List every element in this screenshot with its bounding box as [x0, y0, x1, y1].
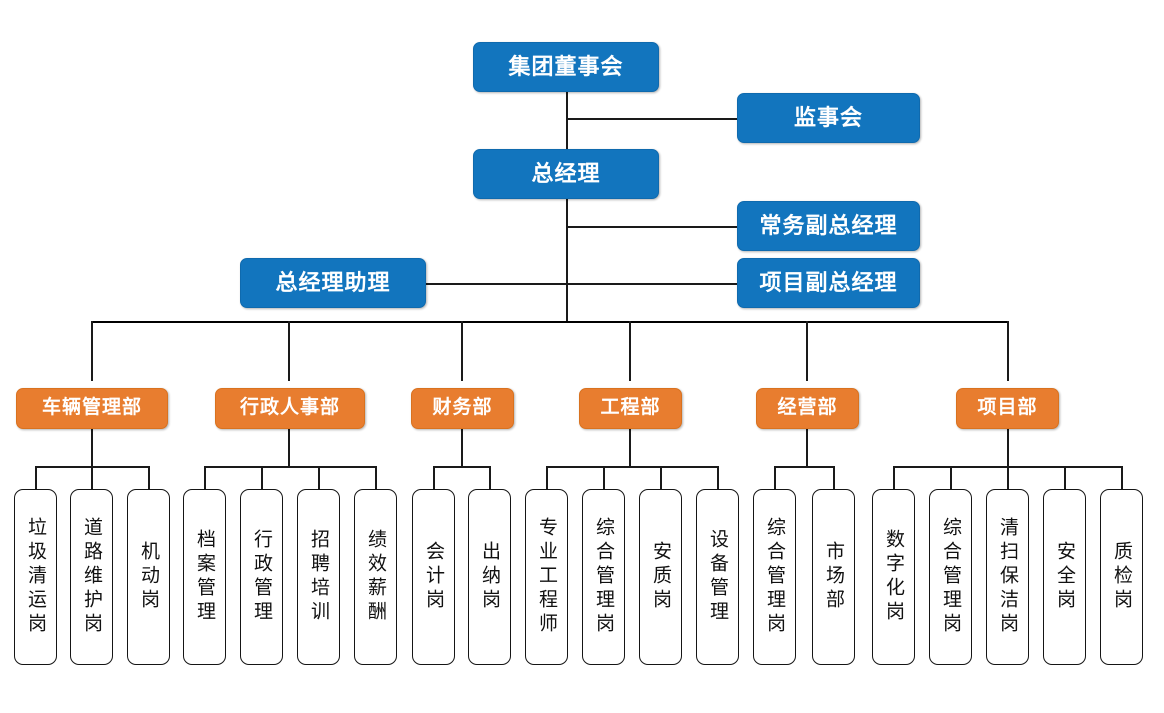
department-bus-line	[91, 321, 1008, 323]
connector-dept4-leaf-2	[603, 466, 605, 490]
connector-dept2-leaf-2	[261, 466, 263, 490]
node-department-project[interactable]: 项目部	[956, 388, 1059, 429]
connector-dept4-bus	[546, 466, 718, 468]
connector-dept-drop-4	[629, 321, 631, 381]
connector-dept5-leaf-2	[833, 466, 835, 490]
connector-dept-drop-5	[806, 321, 808, 381]
connector-dept5-bus	[774, 466, 834, 468]
connector-dept3-leaf-1	[433, 466, 435, 490]
leaf-post-recruitment-training[interactable]: 招聘培训	[297, 489, 340, 665]
connector-gm-spine	[566, 199, 568, 322]
connector-dept2-leaf-4	[375, 466, 377, 490]
connector-dept-drop-2	[288, 321, 290, 381]
connector-dept6-leaf-3	[1007, 466, 1009, 490]
connector-dept2-bus	[204, 466, 376, 468]
connector-gm-assistant	[425, 283, 567, 285]
leaf-post-cleaning-sanitation[interactable]: 清扫保洁岗	[986, 489, 1029, 665]
leaf-post-accounting[interactable]: 会计岗	[412, 489, 455, 665]
leaf-post-safety-quality[interactable]: 安质岗	[639, 489, 682, 665]
connector-dept6-leaf-4	[1064, 466, 1066, 490]
leaf-post-vehicle-operator[interactable]: 机动岗	[127, 489, 170, 665]
connector-dept1-leaf-2	[91, 466, 93, 490]
node-general-manager[interactable]: 总经理	[473, 149, 659, 199]
connector-dept5-leaf-1	[774, 466, 776, 490]
leaf-post-quality-inspection[interactable]: 质检岗	[1100, 489, 1143, 665]
connector-gm-to-executive-deputy	[566, 226, 737, 228]
connector-dept6-leaf-5	[1121, 466, 1123, 490]
connector-gm-to-project-deputy	[566, 283, 737, 285]
leaf-post-marketing[interactable]: 市场部	[812, 489, 855, 665]
connector-dept-drop-3	[461, 321, 463, 381]
node-department-admin-hr[interactable]: 行政人事部	[215, 388, 365, 429]
connector-dept4-stem	[629, 426, 631, 467]
leaf-post-digitalization[interactable]: 数字化岗	[872, 489, 915, 665]
connector-dept4-leaf-3	[660, 466, 662, 490]
connector-dept2-leaf-3	[318, 466, 320, 490]
leaf-post-equipment-management[interactable]: 设备管理	[696, 489, 739, 665]
connector-dept6-leaf-1	[893, 466, 895, 490]
connector-dept3-bus	[433, 466, 490, 468]
leaf-post-archive-management[interactable]: 档案管理	[183, 489, 226, 665]
connector-dept3-leaf-2	[489, 466, 491, 490]
connector-dept2-leaf-1	[204, 466, 206, 490]
node-department-finance[interactable]: 财务部	[411, 388, 514, 429]
connector-board-to-gm	[566, 92, 568, 150]
node-department-operations[interactable]: 经营部	[756, 388, 859, 429]
connector-dept-drop-1	[91, 321, 93, 381]
leaf-post-performance-compensation[interactable]: 绩效薪酬	[354, 489, 397, 665]
connector-dept4-leaf-4	[717, 466, 719, 490]
leaf-post-cashier[interactable]: 出纳岗	[468, 489, 511, 665]
node-group-board[interactable]: 集团董事会	[473, 42, 659, 92]
connector-dept6-stem	[1007, 426, 1009, 467]
node-project-deputy-gm[interactable]: 项目副总经理	[737, 258, 920, 308]
connector-dept1-stem	[91, 426, 93, 467]
connector-board-to-supervisory	[566, 118, 737, 120]
leaf-post-safety[interactable]: 安全岗	[1043, 489, 1086, 665]
node-department-engineering[interactable]: 工程部	[579, 388, 682, 429]
node-gm-assistant[interactable]: 总经理助理	[240, 258, 426, 308]
connector-dept6-leaf-2	[950, 466, 952, 490]
leaf-post-professional-engineer[interactable]: 专业工程师	[525, 489, 568, 665]
connector-dept2-stem	[288, 426, 290, 467]
connector-dept5-stem	[806, 426, 808, 467]
leaf-post-project-comprehensive-management[interactable]: 综合管理岗	[929, 489, 972, 665]
leaf-post-road-maintenance[interactable]: 道路维护岗	[70, 489, 113, 665]
connector-dept4-leaf-1	[546, 466, 548, 490]
node-executive-deputy-gm[interactable]: 常务副总经理	[737, 201, 920, 251]
leaf-post-operations-comprehensive-management[interactable]: 综合管理岗	[753, 489, 796, 665]
connector-dept1-leaf-1	[35, 466, 37, 490]
leaf-post-administrative-management[interactable]: 行政管理	[240, 489, 283, 665]
connector-dept3-stem	[461, 426, 463, 467]
node-department-vehicle-management[interactable]: 车辆管理部	[16, 388, 168, 429]
node-supervisory-board[interactable]: 监事会	[737, 93, 920, 143]
leaf-post-engineering-comprehensive-management[interactable]: 综合管理岗	[582, 489, 625, 665]
connector-dept1-leaf-3	[148, 466, 150, 490]
leaf-post-garbage-transport[interactable]: 垃圾清运岗	[14, 489, 57, 665]
connector-dept-drop-6	[1007, 321, 1009, 381]
